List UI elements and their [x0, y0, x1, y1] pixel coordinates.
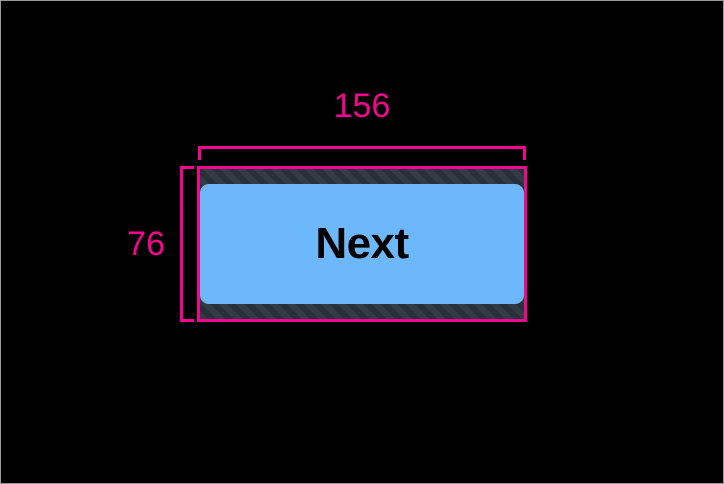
- height-measurement-label: 76: [127, 225, 165, 263]
- element-selection-rectangle: [197, 166, 527, 322]
- width-measurement-label: 156: [333, 87, 391, 125]
- next-button-label: Next: [315, 219, 409, 268]
- width-measurement-bracket: [198, 146, 526, 160]
- element-inset-hatching: Next: [200, 169, 524, 319]
- height-measurement-bracket: [180, 166, 194, 322]
- next-button[interactable]: Next: [200, 184, 524, 304]
